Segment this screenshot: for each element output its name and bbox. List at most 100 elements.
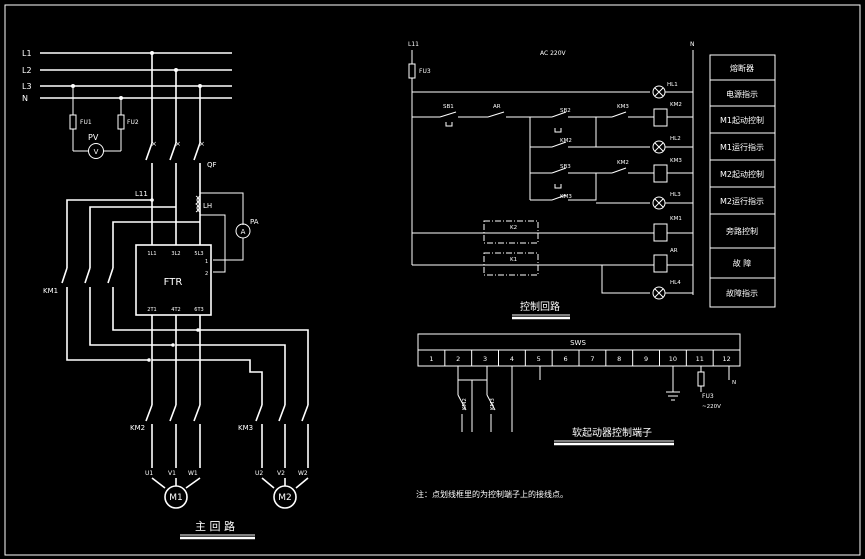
legend-item: 故障指示	[726, 288, 758, 298]
terminal-n-label: N	[732, 380, 736, 386]
ftr-term-3l2: 3L2	[171, 251, 180, 257]
footnote: 注：点划线框里的为控制端子上的接线点。	[416, 489, 568, 499]
main-circuit: L1 L2 L3 N V PV FU1 FU2	[22, 49, 309, 540]
terminal-voltage-label: ~220V	[702, 404, 721, 410]
control-circuit-caption: 控制回路	[520, 300, 560, 313]
legend-item: M2运行指示	[720, 196, 764, 206]
terminal-number: 7	[590, 355, 594, 363]
coil-km2-label: KM2	[670, 102, 682, 108]
svg-text:×: ×	[175, 140, 181, 148]
contactor-km2: KM2	[130, 404, 201, 468]
ftr-box	[135, 244, 212, 316]
m2-term-v2: V2	[277, 470, 285, 477]
k2-terminal-box	[483, 220, 539, 244]
motor-m2-circle	[273, 485, 297, 509]
legend-item: 电源指示	[726, 89, 758, 99]
motor-m1-tilde: ~	[173, 505, 178, 512]
motor-m1-circle	[164, 485, 188, 509]
terminal-number: 9	[644, 355, 648, 363]
drawing-frame	[4, 4, 861, 556]
terminal-number: 6	[564, 355, 568, 363]
main-circuit-caption: 主 回 路	[195, 520, 235, 533]
coil-km2	[653, 108, 668, 127]
terminal-block-title: SWS	[570, 339, 586, 347]
bus-label-l2: L2	[22, 66, 32, 75]
fuse-fu1	[69, 114, 77, 130]
fuse-fu2	[117, 114, 125, 130]
terminal-km2-label: KM2	[462, 398, 468, 410]
lh-label: LH	[203, 202, 212, 210]
coil-km1	[653, 223, 668, 242]
km3-label: KM3	[238, 424, 253, 432]
legend-item: 故 障	[733, 258, 752, 268]
km1-label: KM1	[43, 287, 58, 295]
k2-label: K2	[510, 225, 517, 231]
k1-terminal-box	[483, 252, 539, 276]
terminal-number: 11	[696, 355, 704, 363]
ammeter-symbol: A	[241, 228, 246, 236]
qf-label: QF	[207, 161, 217, 169]
voltmeter-label: PV	[88, 133, 99, 142]
svg-text:×: ×	[199, 140, 205, 148]
km2-label: KM2	[130, 424, 145, 432]
bus-label-l1: L1	[22, 49, 32, 58]
fu1-label: FU1	[80, 119, 92, 126]
km3-interlock-label: KM3	[617, 104, 629, 110]
m1-term-w1: W1	[188, 470, 198, 477]
km2-interlock-label: KM2	[617, 160, 629, 166]
ftr-term-5l3: 5L3	[194, 251, 203, 257]
lamp-hl3-label: HL3	[670, 192, 681, 198]
legend-item: M1运行指示	[720, 142, 764, 152]
bus-label-n: N	[22, 94, 28, 103]
terminal-number: 4	[510, 355, 514, 363]
bypass-km1: KM1	[43, 199, 200, 361]
terminal-number: 12	[722, 355, 730, 363]
ftr-name: FTR	[164, 277, 183, 288]
motor-m1: M1 ~ U1 V1 W1	[145, 470, 201, 512]
km3-hold-label: KM3	[560, 194, 572, 200]
coil-ar	[653, 254, 668, 273]
motor-m1-label: M1	[169, 493, 183, 503]
terminal-km3-label: KM3	[490, 398, 496, 410]
k1-label: K1	[510, 257, 517, 263]
coil-ar-label: AR	[670, 248, 678, 254]
ftr-term-side-2: 2	[205, 271, 208, 277]
terminal-block-caption: 软起动器控制端子	[572, 426, 652, 439]
sb2-label: SB2	[560, 108, 571, 114]
m1-term-v1: V1	[168, 470, 176, 477]
terminal-number: 5	[537, 355, 541, 363]
legend-item: 旁路控制	[726, 226, 758, 236]
sb1-label: SB1	[443, 104, 454, 110]
control-circuit: L11 N AC 220V FU3 HL1 SB1 AR SB2 KM3 KM2	[408, 41, 776, 320]
ctrl-ac-label: AC 220V	[540, 50, 567, 57]
ftr-term-2t1: 2T1	[147, 307, 156, 313]
m2-term-w2: W2	[298, 470, 308, 477]
m1-term-u1: U1	[145, 470, 153, 477]
fu2-label: FU2	[127, 119, 139, 126]
motor-m2: M2 ~ U2 V2 W2	[255, 470, 309, 512]
lamp-hl4-label: HL4	[670, 280, 681, 286]
breaker-qf: × × × QF L11	[135, 53, 217, 245]
current-transformer-lh: LH A PA	[195, 192, 259, 273]
ftr-term-1l1: 1L1	[147, 251, 156, 257]
terminal-fuse-fu3	[697, 371, 705, 387]
m2-term-u2: U2	[255, 470, 263, 477]
motor-m2-label: M2	[278, 493, 292, 503]
terminal-number: 1	[429, 355, 433, 363]
ammeter-label: PA	[250, 218, 259, 226]
voltmeter-branch: V PV FU1 FU2	[69, 86, 139, 159]
legend-item: M1起动控制	[720, 115, 764, 125]
m2-feed	[152, 329, 309, 405]
bus-label-l3: L3	[22, 82, 32, 91]
ftr-term-side-1: 1	[205, 259, 208, 265]
coil-km3	[653, 164, 668, 183]
legend-table: 熔断器 电源指示 M1起动控制 M1运行指示 M2起动控制 M2运行指示 旁路控…	[709, 54, 776, 308]
legend-item: M2起动控制	[720, 169, 764, 179]
l11-label: L11	[135, 190, 148, 198]
contactor-km3: KM3	[238, 404, 309, 468]
terminal-number: 3	[483, 355, 487, 363]
ftr-term-6t3: 6T3	[194, 307, 203, 313]
ctrl-fu3-label: FU3	[419, 68, 431, 75]
